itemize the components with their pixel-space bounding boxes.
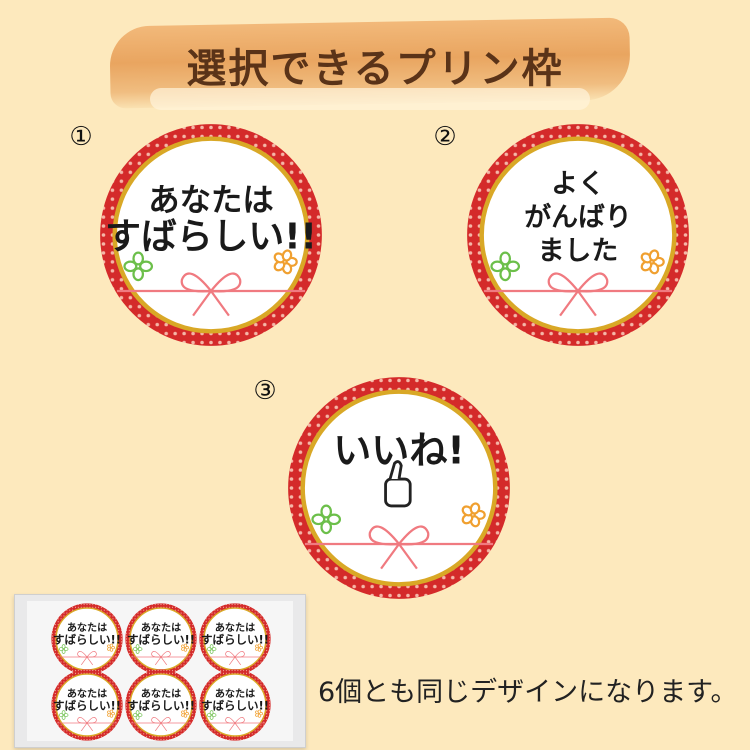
badge-text-line: あなたは [67, 621, 107, 634]
pudding-4: あなたはすばらしい!! [51, 669, 123, 741]
flower-icon [255, 643, 263, 652]
ribbon-bow-icon [56, 651, 118, 666]
ribbon-bow-icon [204, 717, 266, 732]
flower-icon [181, 709, 189, 718]
clover-icon [123, 251, 154, 282]
badge-text-line: すばらしい!! [127, 632, 195, 646]
pudding-1: あなたはすばらしい!! [51, 603, 123, 675]
badge-text-line: よく [551, 168, 605, 199]
option-3-badge[interactable]: いいね! [287, 376, 511, 600]
clover-icon [311, 504, 342, 535]
pudding-6: あなたはすばらしい!! [199, 669, 271, 741]
option-3-number: ③ [253, 376, 277, 406]
ribbon-bow-icon [56, 717, 118, 732]
option-2-badge[interactable]: よくがんばりました [466, 123, 690, 347]
option-2-number: ② [433, 122, 457, 152]
badge-text-line: がんばり [524, 201, 632, 233]
pudding-3: あなたはすばらしい!! [199, 603, 271, 675]
option-1-badge[interactable]: あなたはすばらしい!! [99, 123, 323, 347]
badge-text-line: あなたは [67, 687, 107, 700]
title-brush-highlight [150, 88, 590, 110]
badge-text-line: あなたは [215, 687, 255, 700]
page-title: 選択できるプリン枠 [186, 46, 564, 92]
clover-icon [132, 644, 143, 654]
gold-ring [129, 673, 193, 737]
ribbon-bow-icon [116, 272, 306, 317]
ribbon-bow-icon [130, 651, 192, 666]
caption: 6個とも同じデザインになります。 [318, 677, 738, 708]
clover-icon [58, 644, 69, 654]
gold-ring [55, 673, 119, 737]
clover-icon [490, 251, 521, 282]
badge-text-line: すばらしい!! [53, 632, 121, 646]
badge-text-line: すばらしい!! [105, 216, 317, 257]
badge-text-line: あなたは [148, 182, 273, 218]
clover-icon [58, 710, 69, 720]
flower-icon [181, 643, 189, 652]
flower-icon [255, 709, 263, 718]
badge-text-line: すばらしい!! [53, 698, 121, 712]
badge-text-line: ました [538, 236, 619, 267]
ribbon-bow-icon [483, 272, 673, 317]
badge-text-line: あなたは [141, 687, 181, 700]
box-tray: あなたはすばらしい!! あなたはすばらしい!! あなたはすばらしい!! [27, 601, 293, 741]
badge-text-line: すばらしい!! [201, 698, 269, 712]
thumbs-up-icon [384, 460, 412, 508]
ribbon-bow-icon [304, 525, 494, 570]
clover-icon [206, 710, 217, 720]
flower-icon [273, 249, 298, 275]
flower-icon [107, 709, 115, 718]
gold-ring [203, 673, 267, 737]
pudding-5: あなたはすばらしい!! [125, 669, 197, 741]
badge-text-line: あなたは [215, 621, 255, 634]
clover-icon [206, 644, 217, 654]
flower-icon [107, 643, 115, 652]
badge-text-line: すばらしい!! [201, 632, 269, 646]
ribbon-bow-icon [204, 651, 266, 666]
pudding-gift-box: あなたはすばらしい!! あなたはすばらしい!! あなたはすばらしい!! [14, 594, 306, 748]
flower-icon [461, 502, 486, 528]
flower-icon [640, 249, 665, 275]
badge-text-line: あなたは [141, 621, 181, 634]
clover-icon [132, 710, 143, 720]
option-1-number: ① [69, 122, 93, 152]
ribbon-bow-icon [130, 717, 192, 732]
pudding-2: あなたはすばらしい!! [125, 603, 197, 675]
gold-ring [479, 136, 677, 334]
badge-text-line: すばらしい!! [127, 698, 195, 712]
gold-ring [112, 136, 310, 334]
